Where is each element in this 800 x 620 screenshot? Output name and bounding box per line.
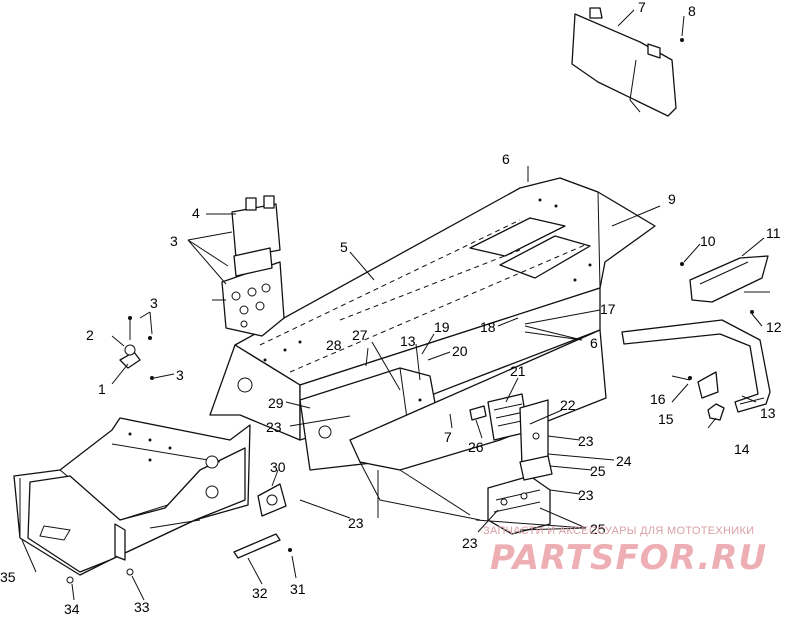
callout-7-top: 7 [638, 0, 646, 15]
callout-7-center: 7 [444, 429, 452, 445]
part-29-cross-member [299, 329, 607, 521]
callout-22: 22 [560, 397, 576, 413]
callout-4: 4 [192, 205, 200, 221]
callout-8: 8 [688, 3, 696, 19]
callout-23-bottom: 23 [462, 535, 478, 551]
watermark-caption: ЗАПЧАСТИ И АКСЕССУАРЫ ДЛЯ МОТОТЕХНИКИ [483, 525, 755, 537]
callout-32: 32 [252, 585, 268, 601]
part-4-bracket [212, 195, 285, 337]
part-35-front-frame [13, 417, 251, 576]
part-30-plate [257, 483, 287, 517]
callout-29: 29 [268, 395, 284, 411]
callout-15: 15 [658, 411, 674, 427]
callout-6-right: 6 [590, 335, 598, 351]
callout-labels: 7 8 6 9 4 3 5 10 11 3 2 1 3 27 19 13 18 … [0, 0, 782, 617]
callout-28: 28 [326, 337, 342, 353]
callout-25-upper: 25 [590, 463, 606, 479]
callout-18: 18 [480, 319, 496, 335]
callout-2: 2 [86, 327, 94, 343]
callout-20: 20 [452, 343, 468, 359]
part-8-screw [680, 38, 684, 42]
callout-35: 35 [0, 569, 16, 585]
callout-16: 16 [650, 391, 666, 407]
part-25-bracket [487, 455, 553, 535]
part-11-side-guard [680, 255, 770, 314]
callout-23-bottom-center: 23 [348, 515, 364, 531]
part-14-cap [707, 403, 725, 421]
callout-5: 5 [340, 239, 348, 255]
callout-13-center: 13 [400, 333, 416, 349]
callout-23-right: 23 [578, 433, 594, 449]
callout-3-upper: 3 [150, 295, 158, 311]
part-1-2-3-hardware [119, 316, 154, 380]
callout-34: 34 [64, 601, 80, 617]
callout-31: 31 [290, 581, 306, 597]
callout-33: 33 [134, 599, 150, 615]
part-13-bumper [621, 319, 771, 413]
callout-30: 30 [270, 459, 286, 475]
callout-19: 19 [434, 319, 450, 335]
callout-11: 11 [766, 225, 781, 241]
callout-27: 27 [352, 327, 368, 343]
callout-10: 10 [700, 233, 716, 249]
callout-17: 17 [600, 301, 616, 317]
part-15-bracket [688, 371, 719, 399]
callout-12: 12 [766, 319, 782, 335]
part-32-strap [233, 533, 292, 559]
callout-14: 14 [734, 441, 750, 457]
callout-26: 26 [468, 439, 484, 455]
callout-3-bracket: 3 [170, 233, 178, 249]
part-33-34-fasteners [66, 568, 134, 584]
callout-9: 9 [668, 191, 676, 207]
callout-23-left: 23 [266, 419, 282, 435]
callout-3-lower: 3 [176, 367, 184, 383]
callout-23-bracket: 23 [578, 487, 594, 503]
callout-24: 24 [616, 453, 632, 469]
watermark-logo: PARTSFOR.RU [490, 538, 768, 578]
callout-13-right: 13 [760, 405, 776, 421]
callout-6-top: 6 [502, 151, 510, 167]
part-7-flap [571, 7, 677, 117]
callout-25-lower: 25 [590, 521, 606, 537]
leader-lines [21, 9, 765, 601]
part-21-22-brackets [469, 393, 549, 467]
callout-21: 21 [510, 363, 526, 379]
callout-1: 1 [98, 381, 106, 397]
